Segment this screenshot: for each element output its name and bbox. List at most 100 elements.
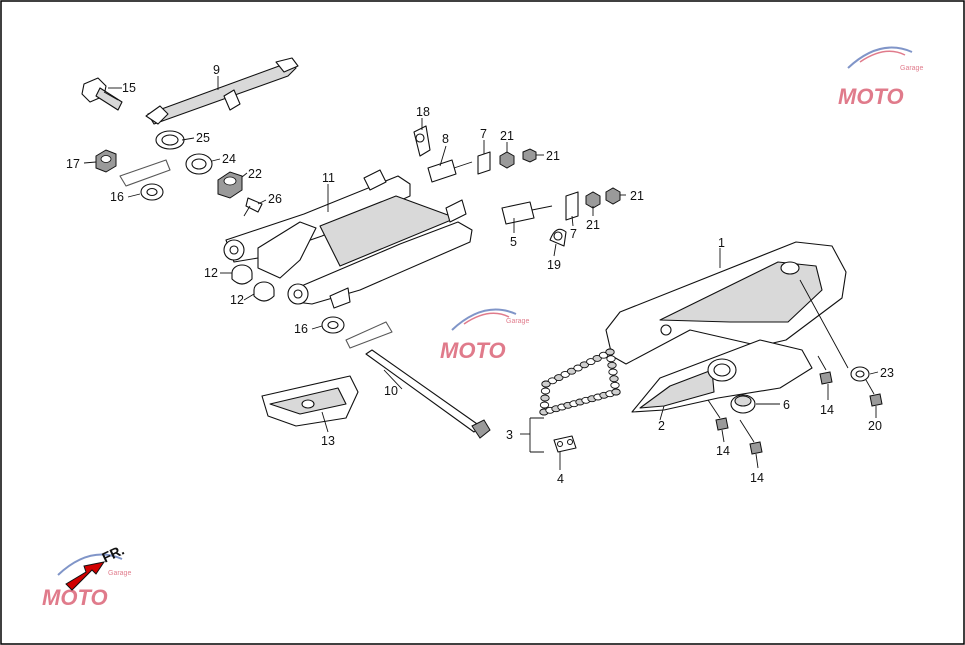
part-19-bracket (549, 228, 567, 247)
part-7-plate (565, 191, 579, 221)
callout-16-upper: 16 (110, 190, 124, 204)
chain-link (560, 370, 570, 378)
watermark-subtext: Garage (506, 318, 529, 325)
callout-13: 13 (321, 434, 335, 448)
callout-5: 5 (510, 235, 517, 249)
part-8-chain-adjuster (427, 159, 473, 183)
chain-link (607, 361, 617, 369)
part-14-bolt (817, 355, 833, 385)
front-direction-arrow: FR. (65, 542, 127, 591)
part-6-plug (730, 394, 756, 414)
part-24-washer (185, 153, 213, 175)
part-13-chain-guide (261, 375, 359, 427)
part-17-nut (95, 149, 117, 173)
callout-labels: 1 2 3 4 5 6 7 7 8 9 10 11 12 12 13 14 14… (66, 63, 894, 486)
part-10-axle (365, 349, 491, 439)
callout-21-b: 21 (546, 149, 560, 163)
part-3-drive-chain (539, 348, 621, 416)
callout-14-right: 14 (820, 403, 834, 417)
watermark-subtext: Garage (108, 570, 131, 577)
callout-8: 8 (442, 132, 449, 146)
callout-2: 2 (658, 419, 665, 433)
part-12-bushing (231, 264, 253, 285)
callout-18: 18 (416, 105, 430, 119)
chain-link (610, 381, 620, 389)
callout-14-bottom: 14 (750, 471, 764, 485)
watermark-text: MOTO (440, 338, 506, 363)
callout-21-c: 21 (586, 218, 600, 232)
part-25-collar (155, 130, 185, 150)
callout-22: 22 (248, 167, 262, 181)
callout-24: 24 (222, 152, 236, 166)
callout-20: 20 (868, 419, 882, 433)
part-12-bushing (253, 281, 275, 302)
chain-link (579, 361, 590, 369)
watermark-logo: MOTO Garage (838, 46, 923, 109)
chain-link (566, 367, 577, 375)
part-5-chain-adjuster (501, 201, 553, 225)
chain-link (541, 380, 551, 388)
chain-link (606, 355, 616, 363)
chain-link (554, 374, 564, 382)
callout-23: 23 (880, 366, 894, 380)
callout-17: 17 (66, 157, 80, 171)
callout-7-upper: 7 (480, 127, 487, 141)
part-23-washer (850, 366, 870, 382)
part-16-adjuster-lower (321, 316, 393, 349)
callout-19: 19 (547, 258, 561, 272)
chain-link (573, 364, 583, 372)
callout-3: 3 (506, 428, 513, 442)
watermark-text: MOTO (838, 84, 904, 109)
callout-1: 1 (718, 236, 725, 250)
chain-link (605, 348, 615, 356)
callout-14-left: 14 (716, 444, 730, 458)
callout-25: 25 (196, 131, 210, 145)
chain-link (539, 401, 550, 409)
callout-11: 11 (322, 171, 335, 185)
front-direction-label: FR. (99, 542, 126, 566)
callout-7-lower: 7 (570, 227, 577, 241)
part-1-chain-case (605, 241, 847, 365)
part-14-bolt (739, 419, 763, 455)
chain-link (598, 351, 609, 359)
part-21-nut (499, 151, 515, 169)
watermark-logo: MOTO Garage (440, 308, 529, 363)
chain-link (611, 388, 621, 396)
callout-15: 15 (122, 81, 136, 95)
part-16-adjuster-plate (119, 159, 171, 201)
part-21-nut (585, 191, 601, 209)
callout-10: 10 (384, 384, 398, 398)
chain-link (540, 394, 550, 402)
part-18-bracket (413, 125, 431, 157)
part-26-cotter-pin (243, 197, 263, 217)
part-9-chain-slider (145, 57, 299, 125)
part-21-nut (605, 187, 621, 205)
callout-21-a: 21 (500, 129, 514, 143)
part-7-plate (477, 151, 491, 175)
part-21-nut (522, 148, 537, 163)
chain-link (609, 375, 619, 383)
part-4-master-link (553, 435, 577, 453)
callout-16-lower: 16 (294, 322, 308, 336)
chain-link (592, 354, 602, 362)
part-14-bolt (707, 399, 729, 431)
callout-4: 4 (557, 472, 564, 486)
watermark-text: MOTO (42, 585, 108, 610)
chain-link (547, 377, 558, 385)
callout-9: 9 (213, 63, 220, 77)
part-2-chain-case-lower (631, 339, 813, 413)
watermark-subtext: Garage (900, 65, 923, 72)
part-15-bolt (81, 77, 123, 111)
callout-26: 26 (268, 192, 282, 206)
callout-21-d: 21 (630, 189, 644, 203)
watermark-logo: MOTO Garage (42, 553, 131, 610)
part-22-nut (217, 171, 243, 199)
part-20-bolt (865, 379, 883, 407)
callout-12-upper: 12 (204, 266, 218, 280)
chain-link (540, 387, 551, 395)
part-11-swingarm (223, 169, 473, 309)
leader-lines (83, 76, 879, 470)
callout-12-lower: 12 (230, 293, 244, 307)
